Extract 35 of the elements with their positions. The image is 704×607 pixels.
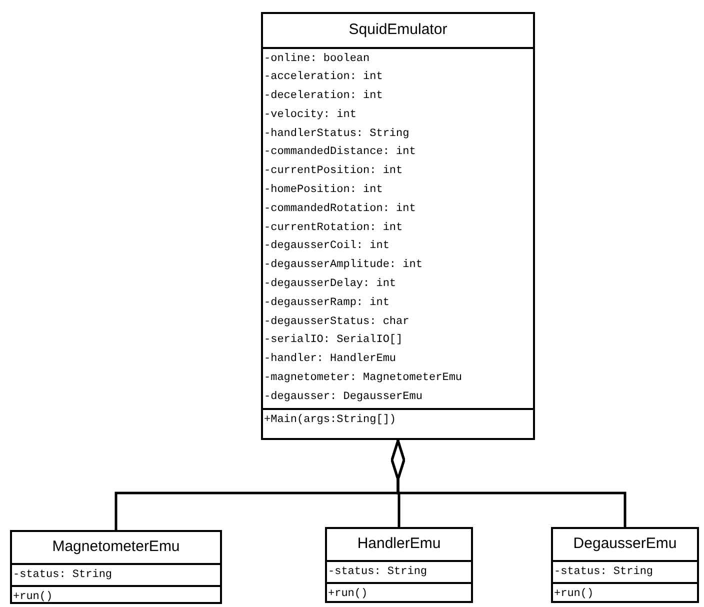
member-text: -degausserStatus: char <box>264 314 410 330</box>
member-text: +run() <box>328 586 369 602</box>
member-text: -degausserCoil: int <box>264 239 390 254</box>
member-text: -acceleration: int <box>264 70 384 86</box>
class-name: SquidEmulator <box>263 14 533 48</box>
member-text: -velocity: int <box>264 108 358 123</box>
member-text: -online: boolean <box>264 52 371 66</box>
member-text: -degausser: DegausserEmu <box>264 390 424 405</box>
member-text: +Main(args:String[]) <box>264 412 398 428</box>
class-box <box>325 527 473 603</box>
class-box <box>10 530 222 604</box>
member-text: -degausserAmplitude: int <box>264 258 424 274</box>
member-text: -status: String <box>13 568 114 582</box>
member-text: -degausserDelay: int <box>264 277 398 292</box>
member-text: -magnetometer: MagnetometerEmu <box>264 371 464 386</box>
member-text: +run() <box>13 590 54 604</box>
member-text: -homePosition: int <box>264 183 384 198</box>
member-text: -currentRotation: int <box>264 220 404 236</box>
class-name: MagnetometerEmu <box>12 532 220 564</box>
member-text: -handler: HandlerEmu <box>264 352 398 368</box>
member-text: -commandedRotation: int <box>264 202 417 217</box>
member-text: -commandedDistance: int <box>264 145 417 160</box>
member-text: +run() <box>554 586 595 602</box>
member-text: -status: String <box>554 564 654 580</box>
class-box <box>551 527 699 603</box>
class-name: DegausserEmu <box>553 529 697 562</box>
member-text: -degausserRamp: int <box>264 296 390 311</box>
member-text: -serialIO: SerialIO[] <box>264 333 404 348</box>
aggregation-connector <box>390 440 626 527</box>
member-text: -currentPosition: int <box>264 164 404 180</box>
class-box <box>261 12 535 440</box>
member-text: -deceleration: int <box>264 89 384 104</box>
member-text: -handlerStatus: String <box>264 126 410 142</box>
member-text: -status: String <box>328 564 428 580</box>
class-name: HandlerEmu <box>327 529 471 562</box>
